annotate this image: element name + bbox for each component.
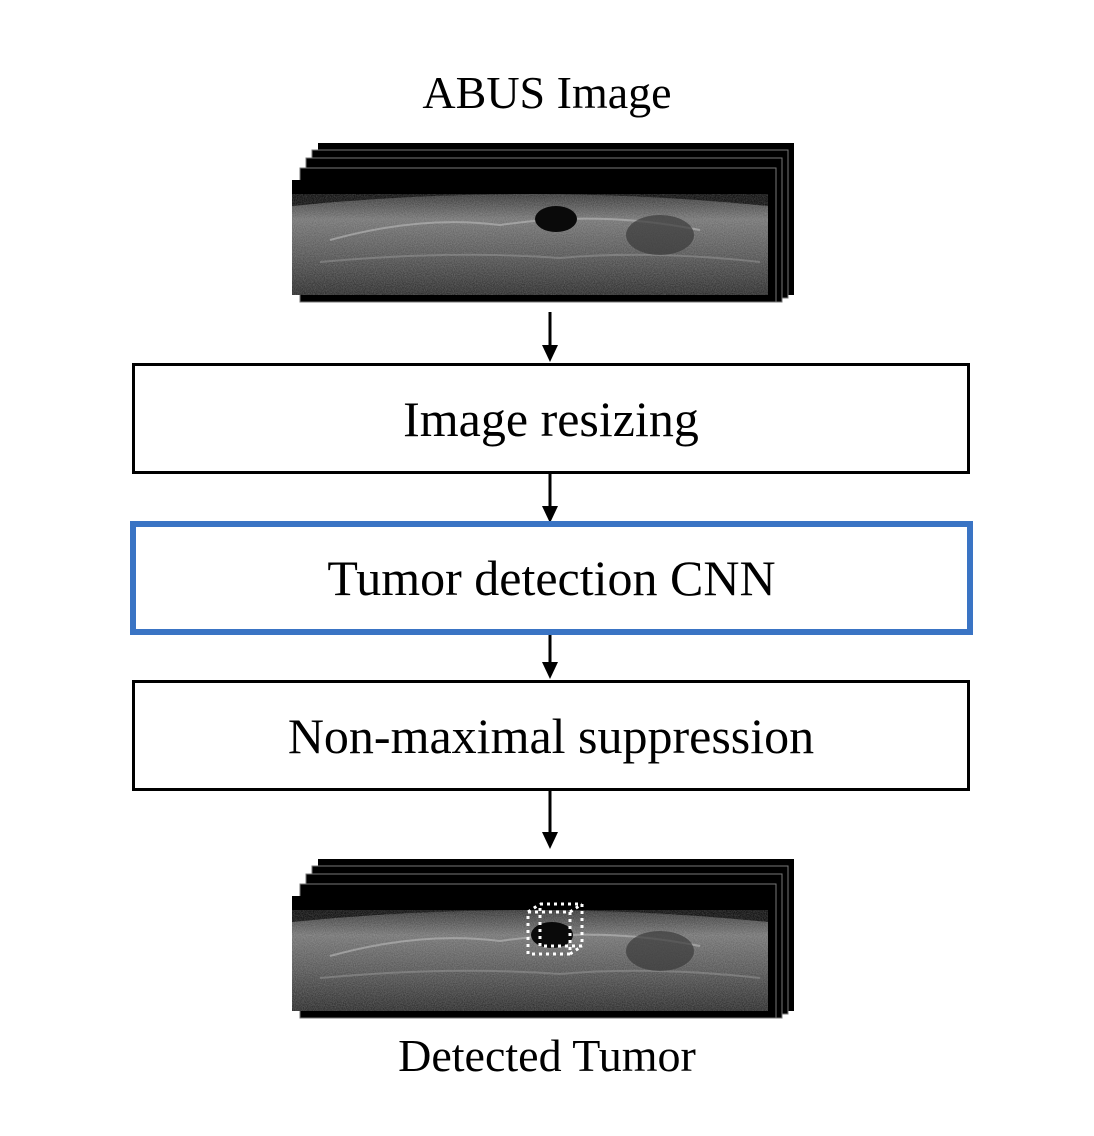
step-label: Non-maximal suppression bbox=[287, 707, 815, 764]
detected-image-stack bbox=[292, 859, 794, 1019]
step-label: Tumor detection CNN bbox=[327, 550, 776, 606]
ultrasound-image bbox=[292, 180, 768, 295]
input-label: ABUS Image bbox=[422, 67, 672, 118]
step-label: Image resizing bbox=[403, 390, 699, 447]
step-image-resizing: Image resizing bbox=[132, 363, 970, 474]
step-non-maximal-suppression: Non-maximal suppression bbox=[132, 680, 970, 791]
step-tumor-detection-cnn: Tumor detection CNN bbox=[130, 521, 973, 635]
output-label: Detected Tumor bbox=[398, 1030, 696, 1081]
flow-arrows bbox=[542, 312, 558, 849]
arrowhead-1 bbox=[542, 345, 558, 362]
detection-bounding-box bbox=[526, 902, 584, 956]
abus-image-stack bbox=[292, 143, 794, 303]
arrowhead-2 bbox=[542, 506, 558, 523]
ultrasound-image-detected bbox=[292, 896, 768, 1011]
arrowhead-4 bbox=[542, 832, 558, 849]
arrowhead-3 bbox=[542, 662, 558, 679]
